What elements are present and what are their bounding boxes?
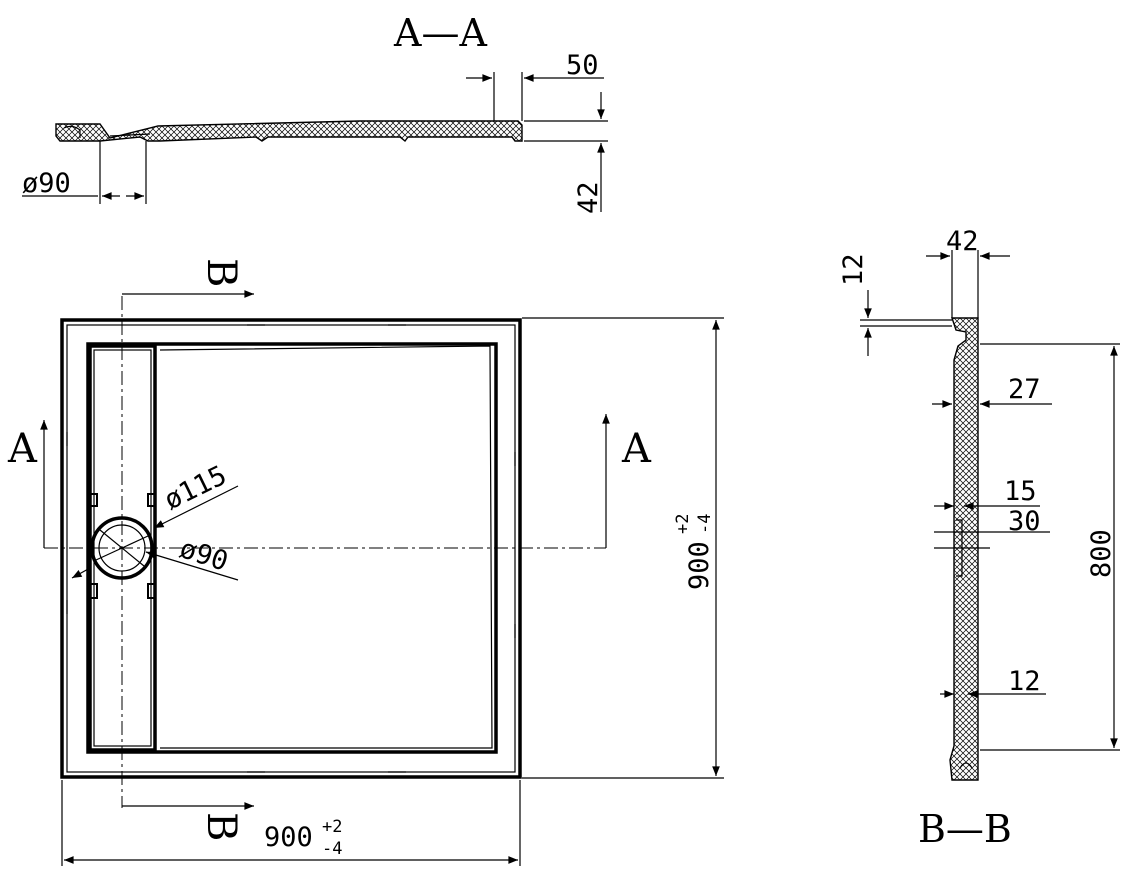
section-bb-dim-12: 12 [1008,666,1041,697]
section-bb-dim-lip: 12 [838,253,869,286]
dim-drain-inner: ø90 [176,533,232,578]
section-aa-dim-42: 42 [573,181,604,214]
cut-b-top-label: B [198,258,244,287]
section-bb-dim-15: 15 [1004,476,1037,507]
dim-height-base: 900 [684,541,715,590]
section-aa: A—A 50 42 ø90 [22,11,608,214]
dim-height-minus: -4 [695,514,715,534]
section-bb-dim-42: 42 [946,226,979,257]
section-aa-dim-50: 50 [566,50,599,81]
section-bb-dim-30: 30 [1008,506,1041,537]
dim-width-plus: +2 [322,817,342,837]
dim-height-plus: +2 [673,514,693,534]
cut-a-left-label: A [7,426,38,472]
section-aa-title: A—A [393,11,487,55]
section-bb-dim-800: 800 [1086,529,1117,578]
cut-a-right-label: A [621,426,652,472]
cut-b-bottom-label: B [198,812,244,841]
section-bb: B—B 42 12 800 27 15 30 [838,226,1120,851]
section-bb-profile [949,317,979,781]
tray-basin [86,342,498,754]
section-aa-dim-drain: ø90 [22,168,71,199]
plan-view: A A B B ø115 ø90 900 +2 -4 900 +2 -4 [7,258,724,866]
section-aa-profile [55,120,523,142]
dim-width-base: 900 [264,822,313,853]
section-bb-dim-27: 27 [1008,374,1041,405]
section-bb-title: B—B [918,807,1012,851]
dim-width-minus: -4 [322,839,342,859]
